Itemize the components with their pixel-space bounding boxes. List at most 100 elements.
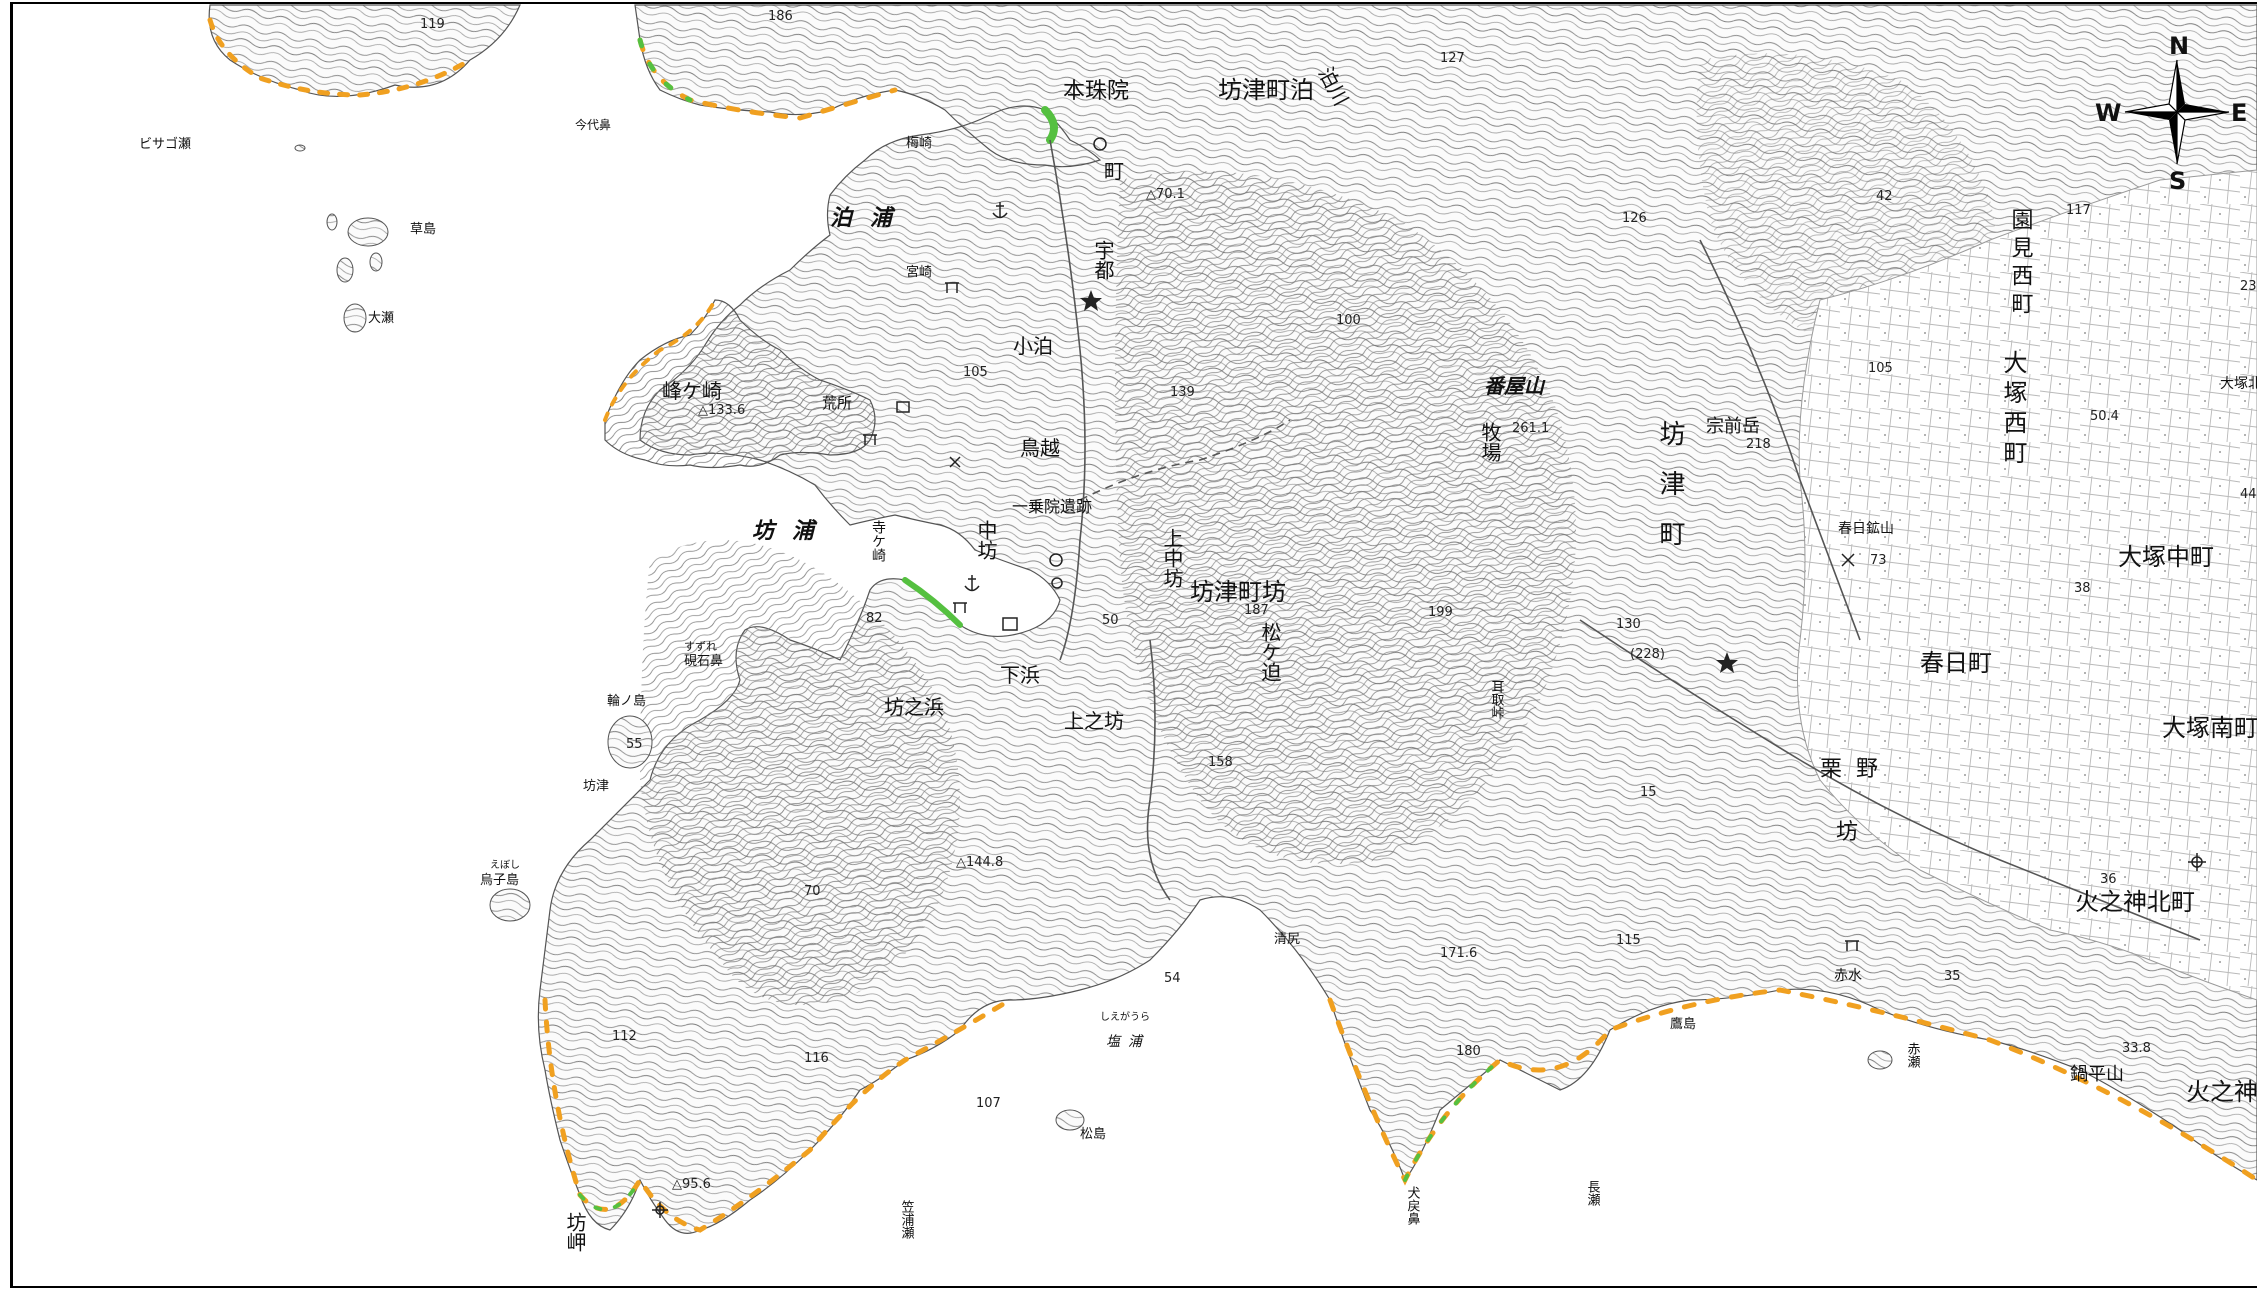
- elev-133: △133.6: [698, 403, 745, 418]
- label-bonotsu-small: 坊津: [583, 779, 609, 794]
- elev-23: 23: [2240, 279, 2257, 294]
- elev-36: 36: [2100, 872, 2117, 887]
- elev-33-8: 33.8: [2122, 1041, 2151, 1056]
- elev-38: 38: [2074, 581, 2091, 596]
- elev-54: 54: [1164, 971, 1181, 986]
- shrine-icon-2: [863, 434, 877, 445]
- label-eboshijima: 烏子島: [480, 872, 519, 888]
- elev-144-8: △144.8: [956, 855, 1003, 870]
- anchor-icon-2: [964, 575, 980, 592]
- label-wanoshima: 輪ノ島: [607, 693, 646, 709]
- label-nabehirayama: 鍋平山: [2070, 1064, 2124, 1085]
- elev-70: 70: [804, 884, 821, 899]
- label-ose: 大瀬: [368, 311, 394, 326]
- label-bo-ura: 坊浦: [752, 518, 832, 544]
- label-inuhana: 犬戻鼻: [1405, 1186, 1421, 1226]
- elev-35: 35: [1944, 969, 1961, 984]
- label-sonomi-nishi: 園見西町: [2008, 208, 2034, 320]
- elev-50-4: 50.4: [2090, 409, 2119, 424]
- label-tomari-ura: 泊浦: [830, 205, 910, 231]
- label-kaminobo: 上之坊: [1064, 709, 1124, 733]
- elev-107: 107: [976, 1096, 1001, 1111]
- lighthouse-icon: [652, 1202, 668, 1218]
- label-kiyoshiri: 清尻: [1274, 932, 1300, 947]
- elev-117: 117: [2066, 203, 2091, 218]
- compass-e: E: [2231, 99, 2247, 127]
- label-eboshi-furi: えぼし: [490, 859, 520, 871]
- label-teragasaki: 寺ケ崎: [870, 520, 886, 562]
- shrine-icon-3: [953, 602, 967, 613]
- land-masses: [208, 4, 2257, 1234]
- label-otsuka-minami: 大塚南町: [2162, 714, 2257, 742]
- elev-116: 116: [804, 1051, 829, 1066]
- power-plant-icon: [2188, 853, 2206, 871]
- label-shimohama: 下浜: [1000, 663, 1040, 687]
- label-minegasaki: 峰ケ崎: [662, 379, 722, 403]
- label-nagase: 長瀬: [1585, 1180, 1601, 1206]
- label-kasuga-kozan: 春日鉱山: [1838, 520, 1894, 537]
- elev-100: 100: [1336, 313, 1361, 328]
- compass-rose: N S W E: [2095, 32, 2247, 195]
- label-suzuri-furi: すずれ: [684, 640, 717, 653]
- label-hinokami-kita: 火之神北町: [2075, 888, 2195, 916]
- elev-171: 171.6: [1440, 946, 1477, 961]
- label-imadai: 今代鼻: [575, 117, 611, 132]
- elev-115: 115: [1616, 933, 1641, 948]
- label-banyayama: 番屋山: [1484, 374, 1546, 398]
- label-torigoe: 鳥越: [1020, 436, 1060, 460]
- elev-55: 55: [626, 737, 643, 752]
- label-kurino: 栗野: [1820, 757, 1892, 782]
- elev-105a: 105: [963, 365, 988, 380]
- label-matsugasako: 松ケ迫: [1258, 622, 1282, 682]
- island-ose: [343, 303, 367, 333]
- label-otsuka-kita: 大塚北: [2220, 376, 2257, 392]
- elev-119: 119: [420, 17, 445, 32]
- road-east2: [1699, 239, 1861, 641]
- island-eboshijima: [489, 888, 531, 922]
- elev-50: 50: [1102, 613, 1119, 628]
- compass-n: N: [2169, 32, 2189, 60]
- label-mimitoritoge: 耳取峠: [1489, 680, 1505, 719]
- elev-112: 112: [612, 1029, 637, 1044]
- label-hinokami: 火之神: [2186, 1078, 2257, 1106]
- label-kusajima: 草島: [410, 222, 436, 237]
- label-hon-shuin: 本珠院: [1063, 79, 1129, 104]
- elev-42: 42: [1876, 189, 1893, 204]
- elev-218: 218: [1746, 437, 1771, 452]
- elev-95-6: △95.6: [672, 1177, 711, 1192]
- label-akamizu: 赤水: [1834, 968, 1862, 984]
- elev-130: 130: [1616, 617, 1641, 632]
- road-east: [1579, 619, 2201, 941]
- mine-icon: [1841, 553, 1855, 567]
- label-kasaura: 笠浦瀬: [899, 1200, 915, 1239]
- cross-icon: [949, 456, 961, 468]
- label-umezaki: 梅崎: [906, 136, 932, 151]
- label-akase: 赤瀬: [1905, 1042, 1921, 1068]
- elev-186: 186: [768, 9, 793, 24]
- road-tunnel: [1079, 419, 1291, 501]
- label-makiba: 牧場: [1478, 422, 1502, 462]
- label-munemaedake: 宗前岳: [1706, 416, 1760, 437]
- label-otsuka-naka: 大塚中町: [2118, 543, 2214, 571]
- elev-199: 199: [1428, 605, 1453, 620]
- label-ichijoin: 一乗院遺跡: [1012, 497, 1092, 516]
- elev-228: (228): [1630, 647, 1665, 662]
- label-bonotsu-bo: 坊津町坊: [1190, 578, 1286, 606]
- anchor-icon-1: [992, 202, 1008, 219]
- elev-44: 44: [2240, 487, 2257, 502]
- post-office-icon-2: [1049, 553, 1063, 567]
- post-office-icon-1: [1093, 137, 1107, 151]
- building-icon: [896, 401, 910, 413]
- label-kodomari: 小泊: [1013, 334, 1053, 358]
- elevation-labels: 119 186 127 △70.1 105 139 100 126 42 117…: [420, 9, 2257, 1192]
- elev-180: 180: [1456, 1044, 1481, 1059]
- label-takashima: 鷹島: [1670, 1017, 1696, 1032]
- label-bonotsu-tomari: 坊津町泊: [1218, 76, 1314, 104]
- label-bo: 坊: [1836, 820, 1858, 845]
- label-kaminakabo: 上中坊: [1160, 528, 1184, 588]
- label-bonomisaki: 坊岬: [563, 1212, 587, 1252]
- label-machi: 町: [1104, 159, 1124, 183]
- shrine-icon-1: [945, 282, 959, 293]
- elev-139: 139: [1170, 385, 1195, 400]
